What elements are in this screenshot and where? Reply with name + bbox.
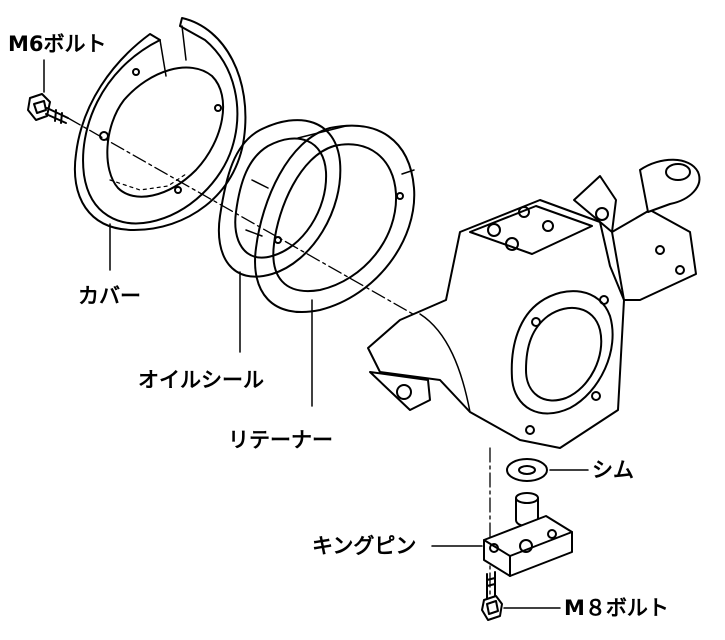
shim-part <box>506 458 548 482</box>
king-pin-label: キングピン <box>312 534 417 558</box>
knuckle-housing-part <box>367 158 701 449</box>
retainer-label: リテーナー <box>228 428 333 452</box>
m6-bolt-part <box>27 93 69 124</box>
cover-label: カバー <box>78 284 141 308</box>
m6-bolt-label: M6ボルト <box>8 32 107 56</box>
king-pin-part <box>483 492 573 577</box>
retainer-part <box>254 124 416 313</box>
shim-label: シム <box>592 458 634 482</box>
oil-seal-part <box>217 119 342 278</box>
oil-seal-label: オイルシール <box>138 368 264 392</box>
m8-bolt-part <box>481 571 503 621</box>
center-axis <box>67 117 421 319</box>
m8-bolt-label: M８ボルト <box>564 596 669 620</box>
